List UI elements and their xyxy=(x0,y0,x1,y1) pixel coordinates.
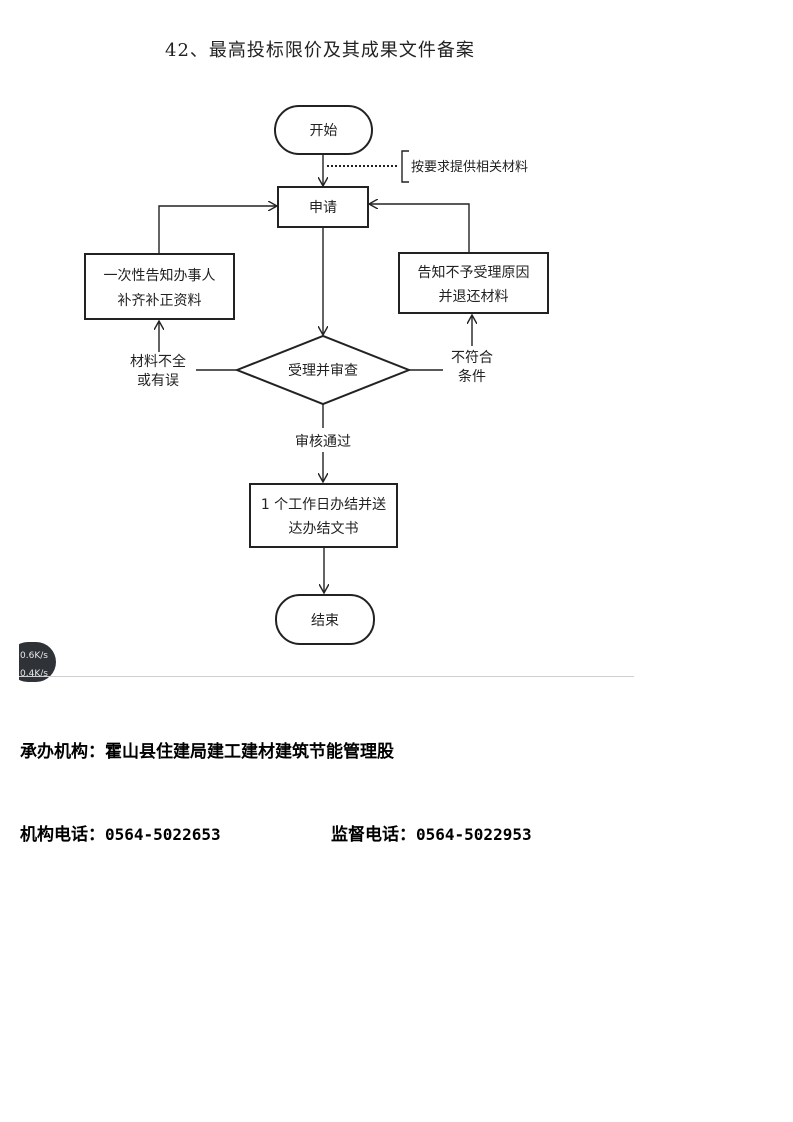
pass-label: 审核通过 xyxy=(295,434,351,450)
section-divider xyxy=(19,676,634,677)
supervise-line: 监督电话：0564-5022953 xyxy=(331,820,532,845)
end-label: 结束 xyxy=(311,613,339,629)
org-label: 承办机构： xyxy=(20,742,105,762)
left-box xyxy=(84,253,235,320)
right-box-line1: 告知不予受理原因 xyxy=(418,264,530,281)
arrow-right-box-apply xyxy=(370,204,470,253)
speed-badge-mask xyxy=(0,640,19,690)
result-line2: 达办结文书 xyxy=(289,521,359,537)
decision-label: 受理并审查 xyxy=(288,363,358,379)
supervise-value: 0564-5022953 xyxy=(416,825,532,844)
phone-label: 机构电话： xyxy=(20,825,105,845)
phone-value: 0564-5022653 xyxy=(105,825,221,844)
result-box xyxy=(249,483,398,548)
side-note-label: 按要求提供相关材料 xyxy=(411,159,528,175)
flowchart: 开始 按要求提供相关材料 申请 一次性告知办事人 补齐补正资料 告知不予受理原因… xyxy=(84,105,549,645)
org-line: 承办机构：霍山县住建局建工建材建筑节能管理股 xyxy=(20,737,394,762)
right-condition-line2: 条件 xyxy=(458,368,486,385)
result-line1: 1 个工作日办结并送 xyxy=(261,497,386,513)
supervise-label: 监督电话： xyxy=(331,825,416,845)
start-label: 开始 xyxy=(310,123,338,139)
org-name: 霍山县住建局建工建材建筑节能管理股 xyxy=(105,742,394,762)
end-terminal xyxy=(275,594,375,645)
note-bracket xyxy=(401,150,409,183)
phone-line: 机构电话：0564-5022653 xyxy=(20,820,221,845)
arrow-left-box-apply xyxy=(158,206,276,254)
left-box-line2: 补齐补正资料 xyxy=(118,293,202,309)
speed-upload-text: 0.6K/s xyxy=(20,651,48,661)
speed-download-text: 0.4K/s xyxy=(20,669,48,679)
page-title: 42、最高投标限价及其成果文件备案 xyxy=(165,40,475,61)
right-condition-line1: 不符合 xyxy=(451,350,493,366)
left-condition-line2: 或有误 xyxy=(137,373,179,389)
apply-label: 申请 xyxy=(309,200,337,216)
left-box-line1: 一次性告知办事人 xyxy=(104,267,216,284)
left-condition-line1: 材料不全 xyxy=(130,353,186,370)
right-box xyxy=(398,252,549,314)
right-box-line2: 并退还材料 xyxy=(439,289,509,305)
